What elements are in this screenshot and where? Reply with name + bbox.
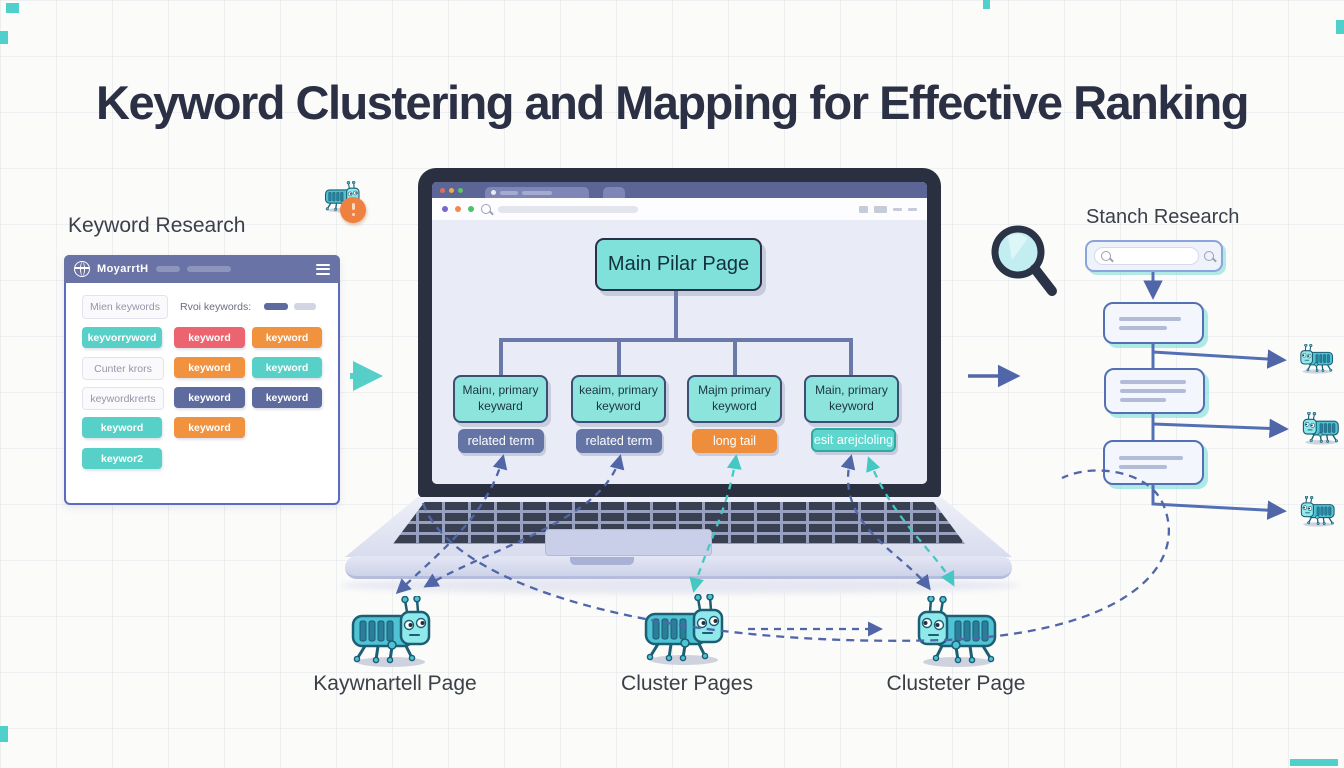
search-research-label: Stanch Research <box>1086 206 1240 228</box>
traffic-light-icon <box>458 187 463 193</box>
laptop-keyboard-deck <box>345 497 1012 557</box>
magnifier-icon <box>988 222 1066 306</box>
corner-accent <box>1336 20 1344 34</box>
keyword-chip[interactable]: keywordkrerts <box>82 387 164 410</box>
connector-line <box>499 338 853 342</box>
text-line <box>1119 316 1181 321</box>
text-line <box>1119 456 1183 460</box>
text-line <box>1120 380 1186 384</box>
search-submit-icon[interactable] <box>1204 251 1214 261</box>
toolbar-button[interactable] <box>893 207 902 211</box>
keyword-research-label: Keyword Research <box>68 214 246 237</box>
robot-crawler-icon <box>1294 344 1336 374</box>
search-input[interactable] <box>1094 247 1199 265</box>
connector-line <box>849 338 853 375</box>
connector-line <box>733 338 737 375</box>
robot-crawler-icon <box>1296 412 1342 445</box>
filter-chip[interactable]: Mien keywords <box>82 295 168 319</box>
connector-line <box>617 338 621 375</box>
traffic-light-icon <box>440 187 445 193</box>
trackpad <box>545 529 712 556</box>
hamburger-menu-icon[interactable] <box>316 263 330 275</box>
keyword-chip[interactable]: keyword <box>174 357 245 378</box>
toolbar-button[interactable] <box>874 205 887 213</box>
app-name: MoyarrtH <box>97 263 149 275</box>
notification-badge <box>340 197 366 223</box>
text-line <box>1120 398 1166 402</box>
corner-accent <box>983 0 990 9</box>
robot-crawler-icon <box>903 596 1003 668</box>
laptop-shadow <box>340 577 1020 594</box>
laptop-base <box>345 556 1012 579</box>
laptop-notch <box>570 557 634 565</box>
filter-pill <box>264 303 288 310</box>
sub-keyword-chip: esit arejcloling <box>811 428 896 452</box>
keyword-chip[interactable]: keyword <box>174 327 245 348</box>
url-bar[interactable] <box>498 205 638 213</box>
toolbar-button[interactable] <box>859 205 868 213</box>
search-icon <box>481 204 491 214</box>
browser-titlebar <box>432 182 927 198</box>
serp-result-box <box>1103 440 1204 485</box>
toolbar-dot-icon <box>442 206 448 212</box>
browser-toolbar <box>432 198 927 221</box>
corner-accent <box>0 31 8 44</box>
keyword-chip[interactable]: keyword <box>82 417 162 438</box>
text-line <box>1119 465 1167 469</box>
keyword-chip[interactable]: keyword <box>252 327 322 348</box>
search-icon <box>1101 251 1111 261</box>
keyword-chip[interactable]: keyvorryword <box>82 327 162 348</box>
keyword-chip[interactable]: keywor2 <box>82 448 162 469</box>
keyword-chip[interactable]: keyword <box>174 417 245 438</box>
cluster-keyword-box: Majm primary keyword <box>687 375 782 423</box>
corner-accent <box>6 3 19 13</box>
browser-tab[interactable] <box>603 187 625 198</box>
browser-tab[interactable] <box>485 187 589 198</box>
main-pillar-page-box: Main Pilar Page <box>595 238 762 291</box>
corner-accent <box>0 726 8 742</box>
globe-icon <box>74 261 90 277</box>
robot-crawler-icon <box>638 594 738 666</box>
text-line <box>1120 389 1186 393</box>
keyword-chip[interactable]: keyword <box>174 387 245 408</box>
traffic-light-icon <box>449 187 454 193</box>
robot-crawler-icon <box>1294 496 1338 527</box>
cluster-keyword-box: keaim, primary keyword <box>571 375 666 423</box>
panel-header: MoyarrtH <box>64 255 340 283</box>
page-type-label: Kaywnartell Page <box>313 672 477 695</box>
header-pill <box>155 266 180 272</box>
connector-line <box>499 338 503 375</box>
page-title: Keyword Clustering and Mapping for Effec… <box>96 76 1249 130</box>
keyword-chip[interactable]: keyword <box>252 357 322 378</box>
filter-pill <box>294 303 316 310</box>
cluster-keyword-box: Mainı, primary keyward <box>453 375 548 423</box>
header-pill <box>186 266 231 272</box>
cluster-keyword-box: Main, primary keyword <box>804 375 899 423</box>
connector-line <box>674 287 678 340</box>
toolbar-dot-icon <box>468 206 474 212</box>
toolbar-button[interactable] <box>908 207 917 211</box>
related-term-chip: related term <box>576 429 662 453</box>
page-type-label: Clusteter Page <box>886 672 1026 695</box>
robot-crawler-icon <box>345 596 445 668</box>
search-bar[interactable] <box>1085 240 1223 272</box>
related-term-chip: related term <box>458 429 544 453</box>
page-type-label: Cluster Pages <box>621 672 753 695</box>
text-line <box>1119 325 1167 330</box>
keyword-research-panel: MoyarrtH Mien keywords Rvoi keywords: ke… <box>64 255 340 505</box>
long-tail-chip: long tail <box>692 429 777 453</box>
serp-result-box <box>1104 368 1205 414</box>
toolbar-dot-icon <box>455 206 461 212</box>
filter-label: Rvoi keywords: <box>180 301 252 313</box>
keyword-chip[interactable]: keyword <box>252 387 322 408</box>
corner-accent <box>1290 759 1338 766</box>
keyword-chip[interactable]: Cunter krors <box>82 357 164 380</box>
serp-result-box <box>1103 302 1204 344</box>
